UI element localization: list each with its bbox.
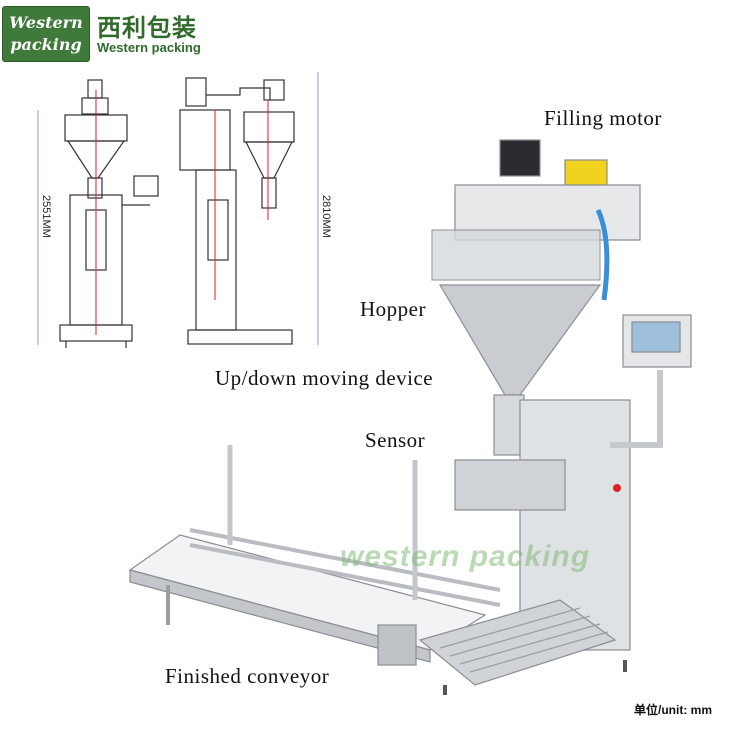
logo-line-2: packing (10, 35, 82, 54)
unit-note: 单位/unit: mm (634, 703, 712, 717)
logo-line-1: Western (9, 13, 83, 32)
label-updown-device: Up/down moving device (215, 366, 434, 390)
front-view-drawing (37, 79, 159, 348)
label-sensor: Sensor (365, 428, 426, 452)
brand-english-name: Western packing (97, 40, 201, 55)
side-height-dimension: 2810MM (320, 195, 332, 238)
label-finished-conveyor: Finished conveyor (165, 664, 330, 688)
label-filling-motor: Filling motor (544, 106, 662, 130)
filling-machine (128, 139, 692, 695)
brand-logo: Western packing (2, 6, 90, 62)
brand-chinese-name: 西利包装 (97, 14, 197, 42)
label-hopper: Hopper (360, 297, 426, 321)
watermark: western packing (340, 540, 591, 573)
front-height-dimension: 2551MM (40, 195, 52, 238)
side-view-drawing (179, 72, 319, 345)
